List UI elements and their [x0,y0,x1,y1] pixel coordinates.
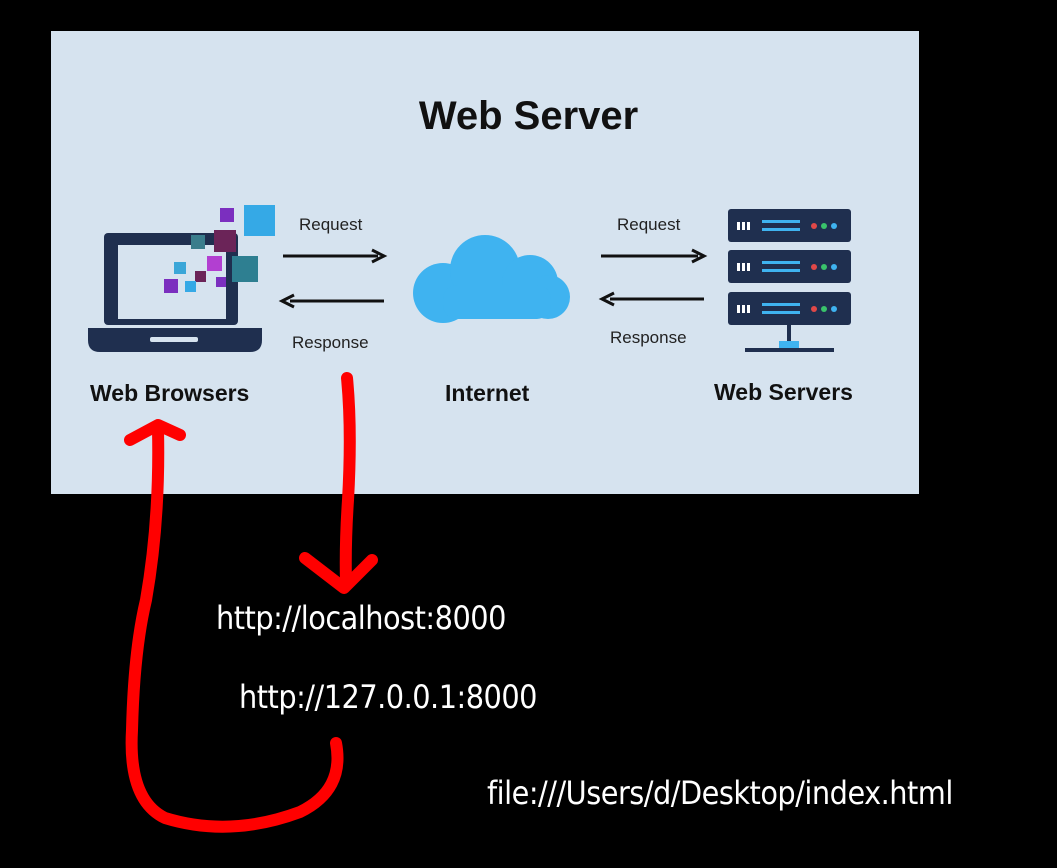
red-annotation-arrow-down [305,378,372,588]
left-response-arrow [282,295,384,307]
right-response-label: Response [610,328,687,348]
web-browsers-label: Web Browsers [90,380,249,407]
web-servers-label: Web Servers [714,379,853,406]
left-request-label: Request [299,215,362,235]
internet-label: Internet [445,380,529,407]
localhost-url: http://localhost:8000 [216,599,506,637]
server-rack-icon [728,209,851,350]
right-request-arrow [601,250,704,262]
right-response-arrow [602,293,704,305]
loopback-url: http://127.0.0.1:8000 [239,678,537,716]
diagram-title: Web Server [0,94,1057,139]
left-response-label: Response [292,333,369,353]
cloud-icon [413,235,570,323]
file-url: file:///Users/d/Desktop/index.html [487,774,953,812]
left-request-arrow [283,250,384,262]
right-request-label: Request [617,215,680,235]
